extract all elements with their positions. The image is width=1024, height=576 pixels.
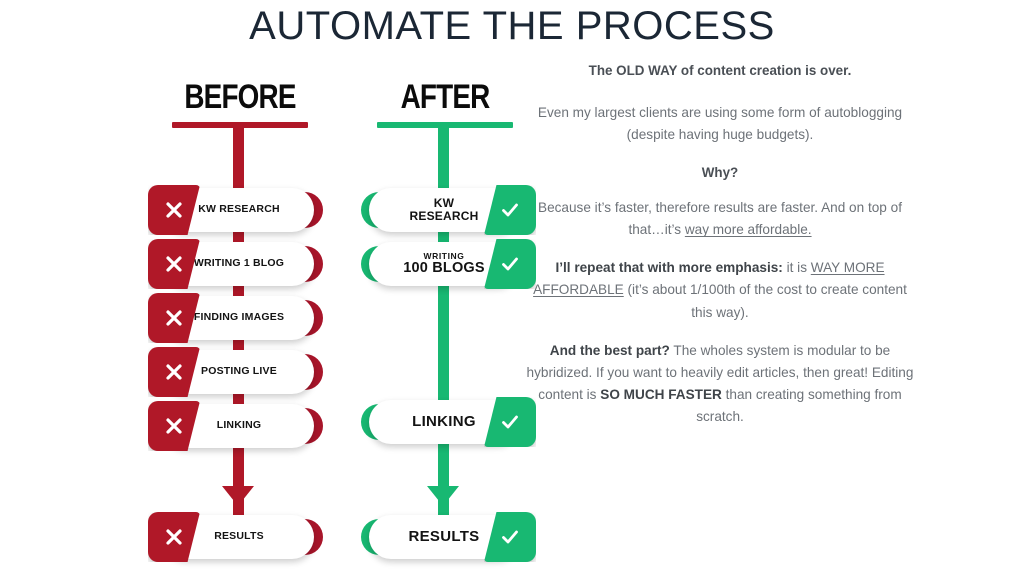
before-heading: BEFORE — [184, 78, 296, 116]
before-step-label: WRITING 1 BLOG — [193, 257, 285, 270]
after-heading-underline — [377, 122, 513, 128]
before-column: BEFORE KW RESEARCH WRITING 1 BLOG — [140, 78, 340, 576]
paragraph-3: I’ll repeat that with more emphasis: it … — [524, 257, 916, 323]
after-step-label-line1: WRITING — [423, 250, 465, 261]
before-step-1[interactable]: KW RESEARCH — [148, 185, 331, 235]
after-step-4[interactable]: RESULTS — [353, 512, 536, 562]
way-more-affordable-link[interactable]: WAY MORE AFFORDABLE — [533, 260, 885, 298]
paragraph-2: Because it’s faster, therefore results a… — [524, 197, 916, 241]
after-step-label: RESULTS — [408, 528, 480, 546]
lead-paragraph: The OLD WAY of content creation is over. — [588, 63, 852, 78]
before-step-2[interactable]: WRITING 1 BLOG — [148, 239, 331, 289]
paragraph-4-text-b: than creating something from scratch. — [696, 386, 902, 424]
before-step-3[interactable]: FINDING IMAGES — [148, 293, 331, 343]
affordable-link[interactable]: way more affordable. — [684, 222, 812, 238]
after-step-3[interactable]: LINKING — [353, 397, 536, 447]
before-step-4[interactable]: POSTING LIVE — [148, 347, 331, 397]
check-icon — [484, 239, 536, 289]
after-arrow-icon — [427, 486, 459, 506]
before-heading-underline — [172, 122, 308, 128]
before-step-label: KW RESEARCH — [198, 203, 280, 216]
after-step-label-line2: RESEARCH — [409, 209, 479, 223]
after-step-label: LINKING — [412, 413, 476, 431]
paragraph-3-text-b: (it’s about 1/100th of the cost to creat… — [623, 282, 907, 320]
paragraph-3-bold: I’ll repeat that with more emphasis: — [555, 260, 783, 276]
paragraph-4-text-a: The wholes system is modular to be hybri… — [526, 342, 914, 402]
before-step-6[interactable]: RESULTS — [148, 512, 331, 562]
before-step-5[interactable]: LINKING — [148, 401, 331, 451]
after-step-label-line1: KW — [433, 195, 455, 210]
after-flow-line — [438, 126, 449, 538]
paragraph-4-bold: And the best part? — [549, 342, 670, 358]
x-icon — [148, 401, 200, 451]
before-step-label: POSTING LIVE — [201, 365, 277, 378]
before-step-label: LINKING — [216, 419, 262, 432]
page-title: AUTOMATE THE PROCESS — [249, 4, 775, 48]
paragraph-4: And the best part? The wholes system is … — [524, 340, 916, 428]
paragraph-4-strong: SO MUCH FASTER — [600, 386, 722, 402]
why-heading: Why? — [701, 164, 739, 180]
paragraph-2-text: Because it’s faster, therefore results a… — [538, 200, 902, 238]
paragraph-3-text-a: it is — [782, 260, 811, 276]
after-heading: AFTER — [400, 78, 491, 116]
before-step-label: FINDING IMAGES — [193, 311, 285, 324]
after-step-label-line2: 100 BLOGS — [403, 259, 485, 276]
before-arrow-icon — [222, 486, 254, 506]
paragraph-1: Even my largest clients are using some f… — [537, 104, 903, 142]
text-panel: The OLD WAY of content creation is over.… — [524, 60, 916, 444]
before-step-label: RESULTS — [214, 530, 264, 543]
